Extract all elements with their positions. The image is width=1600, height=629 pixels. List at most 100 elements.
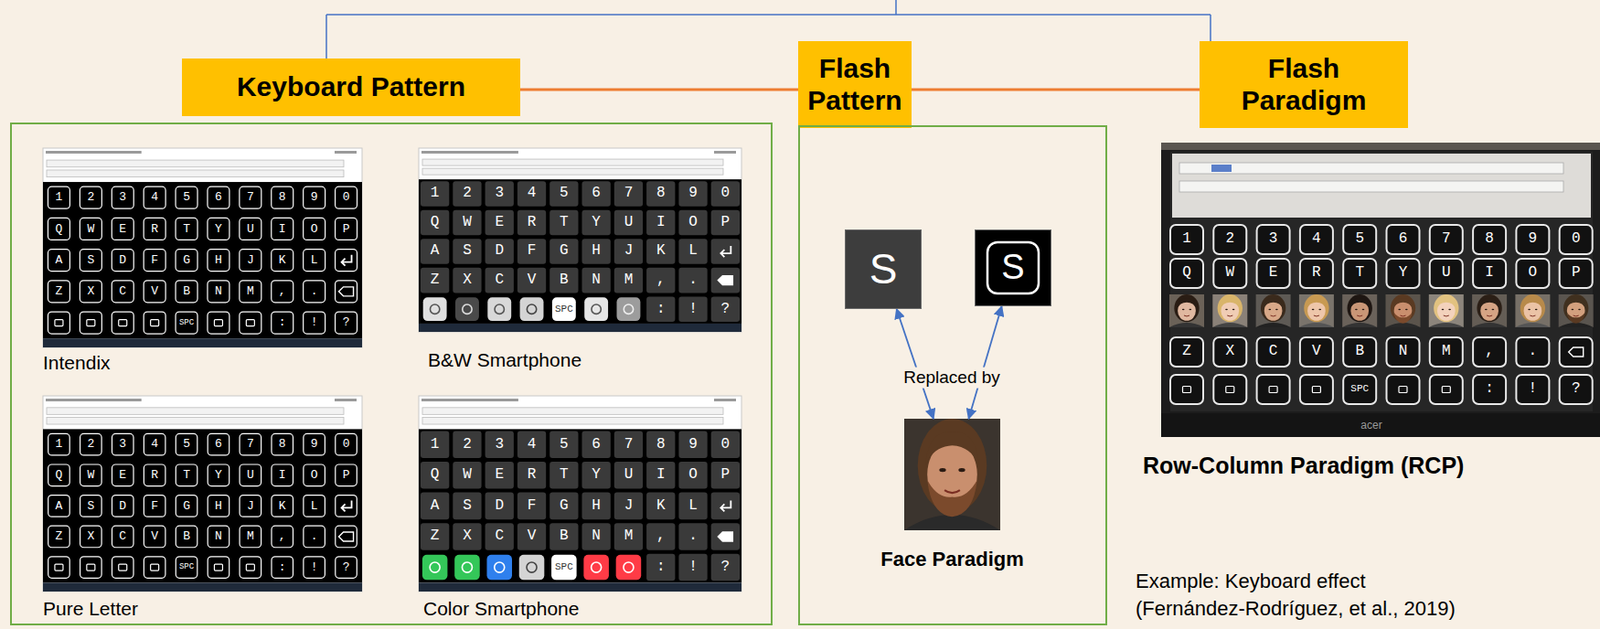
key-cap <box>711 522 740 551</box>
caption-label: Replaced by <box>900 367 1003 389</box>
key-row-label: Q W E R T Y U I O P <box>55 222 351 237</box>
eye <box>1354 309 1358 311</box>
eye <box>1571 309 1575 311</box>
input-field <box>46 170 344 178</box>
eye <box>938 468 946 472</box>
eye <box>1484 309 1488 311</box>
shoulders <box>1558 322 1594 328</box>
key-area <box>42 181 363 339</box>
app-icon-glyph <box>526 562 537 573</box>
connector <box>911 88 1200 92</box>
text-slot: : ! ? <box>656 300 730 319</box>
face-picture <box>1558 294 1594 328</box>
mouth <box>1399 315 1406 318</box>
connector <box>520 88 799 92</box>
key-row-label: SPC <box>1350 383 1369 395</box>
input-field <box>46 407 344 415</box>
icon-glyph <box>118 320 128 327</box>
backspace-icon <box>1568 347 1584 357</box>
face-picture <box>904 418 1001 531</box>
app-icon-glyph <box>591 304 601 314</box>
caption-heading: Row-Column Paradigm (RCP) <box>1142 451 1464 480</box>
input-field <box>46 417 344 425</box>
text-slot: 1 2 3 4 5 6 7 8 9 0 <box>1182 230 1580 248</box>
shoulders <box>1212 322 1248 328</box>
enter-icon <box>341 255 352 267</box>
text-slot: acer <box>1360 418 1382 432</box>
photo-background <box>1429 294 1464 328</box>
window-frame <box>418 395 742 592</box>
input-field <box>422 159 724 166</box>
key-row-label: A S D F G H J K L <box>55 499 319 514</box>
tab-title: Flash Pattern <box>803 53 907 117</box>
flash-panel: Replaced by S S Face Paradigm <box>798 125 1108 626</box>
text-slot: Replaced by <box>900 367 1003 389</box>
mouth <box>1226 315 1233 318</box>
text-slot: : ! ? <box>278 315 351 331</box>
key-row-label: SPC <box>179 318 194 329</box>
enter-icon <box>720 245 731 257</box>
app-icon-glyph <box>526 304 536 314</box>
key-area <box>42 428 363 583</box>
key-outline <box>335 280 358 303</box>
key-outline <box>1257 374 1291 405</box>
mouth <box>1184 315 1190 318</box>
symbol-letter: S <box>1001 247 1024 288</box>
icon-glyph <box>54 564 64 571</box>
icon-glyph <box>245 320 255 327</box>
eye <box>1182 309 1185 311</box>
eye <box>1225 309 1228 311</box>
caption-label: B&W Smartphone <box>427 348 582 372</box>
hair <box>1217 294 1243 322</box>
app-icon-glyph <box>591 562 602 573</box>
taskbar <box>42 338 363 348</box>
icon-glyph <box>245 564 255 571</box>
mouth <box>1270 315 1277 318</box>
face-picture <box>1169 294 1205 328</box>
mouth <box>1443 315 1450 318</box>
text-slot: SPC <box>554 303 574 316</box>
key-outline <box>1386 374 1420 405</box>
key-row-label: SPC <box>179 562 194 573</box>
input-field <box>422 168 724 175</box>
app-icon <box>616 554 642 581</box>
shoulders <box>904 514 1001 531</box>
app-icon <box>584 297 608 321</box>
key-outline <box>335 495 358 518</box>
key-row-label: Z X C V B N M , . <box>55 284 319 299</box>
icon-glyph <box>86 564 96 571</box>
app-icon <box>486 554 512 581</box>
window-buttons <box>714 398 736 402</box>
window-buttons <box>334 398 357 402</box>
keyboard-screenshot <box>42 148 363 348</box>
face-picture <box>1342 294 1377 328</box>
key-outline <box>111 311 134 334</box>
text-slot: Intendix <box>42 351 111 374</box>
symbol-box: S <box>974 229 1052 307</box>
caption-heading: Face Paradigm <box>880 547 1024 572</box>
shoulders <box>1342 322 1377 328</box>
app-icon <box>519 554 545 581</box>
text-slot: Z X C V B N M , . <box>55 529 319 544</box>
tree-stem <box>895 0 897 15</box>
text-slot: Q W E R T Y U I O P <box>1182 264 1580 282</box>
app-icon <box>487 297 512 321</box>
text-slot: A S D F G H J K L <box>430 497 698 515</box>
text-slot: Z X C V B N M , . <box>1182 342 1537 361</box>
eye <box>1527 309 1531 311</box>
text-field <box>1179 162 1564 174</box>
symbol-letter: S <box>869 245 898 294</box>
key-row-label: SPC <box>554 561 574 574</box>
icon-glyph <box>1312 386 1321 394</box>
input-field <box>422 417 724 425</box>
icon-glyph <box>150 320 160 327</box>
face-picture-box: Face Paradigm <box>904 418 1001 531</box>
eye <box>1448 309 1451 311</box>
key-row-label: 1 2 3 4 5 6 7 8 9 0 <box>1182 230 1580 248</box>
hair-fringe <box>1350 298 1370 309</box>
caption-label: Pure Letter <box>42 597 139 620</box>
key-row-label: : ! ? <box>278 560 351 576</box>
key-outline <box>79 311 102 334</box>
text-slot: Color Smartphone <box>423 597 579 620</box>
eye <box>958 468 965 472</box>
